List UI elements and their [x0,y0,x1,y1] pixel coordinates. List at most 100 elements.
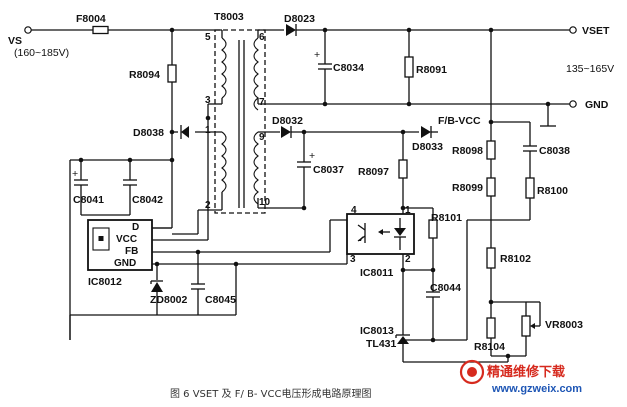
f8004-label: F8004 [76,13,106,25]
resistor-r8102 [486,247,496,269]
junction-dot [400,205,406,211]
t-pin-5: 5 [205,32,211,43]
vset-range-label: 135~165V [566,63,614,75]
controller-ic8012 [87,219,153,271]
resistor-r8097 [398,159,408,179]
oc-pin-1: 1 [405,205,411,216]
t-pin-10: 10 [259,197,271,208]
vs-label: VS [8,35,22,47]
r8094-label: R8094 [129,69,160,81]
potentiometer-vr8003 [521,301,541,356]
vset-label: VSET [582,25,610,37]
junction-dot [169,27,175,33]
vset-terminal [569,26,577,34]
d8023-label: D8023 [284,13,315,25]
junction-dot [430,337,436,343]
junction-dot [488,27,494,33]
optocoupler-ic8011 [346,213,415,255]
figure-caption: 图 6 VSET 及 F/ B- VCC电压形成电路原理图 [170,387,371,400]
diode-d8033 [421,126,432,138]
junction-dot [233,261,239,267]
r8100-label: R8100 [537,185,568,197]
ground-symbol [540,104,556,127]
c8038-label: C8038 [539,145,570,157]
junction-dot [505,353,511,359]
r8091-label: R8091 [416,64,447,76]
capacitor-c8045 [191,252,205,315]
tl431-label: TL431 [366,338,397,350]
junction-dot [322,101,328,107]
gnd-label: GND [585,99,609,111]
t-pin-6: 6 [259,32,265,43]
zener-zd8002 [150,264,163,315]
watermark-logo [459,359,485,385]
c8037-label: C8037 [313,164,344,176]
r8102-label: R8102 [500,253,531,265]
capacitor-c8042 [123,160,137,215]
junction-dot [400,129,406,135]
gnd-terminal [569,100,577,108]
c8042-label: C8042 [132,194,163,206]
pin-gnd-label: GND [114,258,136,269]
diode-d8023 [286,24,297,36]
resistor-r8098 [486,140,496,160]
r8099-label: R8099 [452,182,483,194]
junction-dot [406,101,412,107]
d8033-label: D8033 [412,141,443,153]
resistor-r8094 [167,64,177,83]
r8097-label: R8097 [358,166,389,178]
oc-pin-2: 2 [405,254,411,265]
c8045-label: C8045 [205,294,236,306]
junction-dot [127,157,133,163]
oc-pin-3: 3 [350,254,356,265]
capacitor-c8041 [74,160,88,215]
d8038-label: D8038 [133,127,164,139]
resistor-r8091 [404,56,414,78]
junction-dot [301,129,307,135]
junction-dot [430,267,436,273]
junction-dot [301,205,307,211]
d8032-label: D8032 [272,115,303,127]
fuse-f8004 [92,25,109,35]
transformer-t8003 [214,29,266,214]
junction-dot [406,27,412,33]
diode-d8032 [281,126,292,138]
diode-d8038 [180,125,189,139]
r8104-label: R8104 [474,341,505,353]
watermark-title: 精通维修下载 [487,364,565,380]
ic8012-label: IC8012 [88,276,122,288]
capacitor-c8037 [297,132,311,208]
c8041-label: C8041 [73,194,104,206]
junction-dot [169,129,175,135]
t-pin-3: 3 [205,95,211,106]
resistor-r8099 [486,177,496,197]
junction-dot [169,157,175,163]
junction-dot [205,115,211,121]
regulator-tl431 [395,330,410,362]
ic8013-label: IC8013 [360,325,394,337]
junction-dot [78,157,84,163]
pin-vcc-label: VCC [116,234,137,245]
fbvcc-label: F/B-VCC [438,115,481,127]
c8037-plus: + [309,150,315,162]
ic8011-label: IC8011 [360,267,393,279]
vr8003-label: VR8003 [545,319,583,331]
t8003-label: T8003 [214,11,244,23]
resistor-r8100 [525,177,535,199]
c8034-plus: + [314,49,320,61]
r8098-label: R8098 [452,145,483,157]
vs-range-label: (160~185V) [14,47,69,59]
c8034-label: C8034 [333,62,364,74]
capacitor-c8044 [403,291,467,341]
c8041-plus: + [72,168,78,180]
capacitor-c8034 [318,30,332,104]
oc-pin-4: 4 [351,205,357,216]
pin-fb-label: FB [125,246,138,257]
t-pin-7: 7 [259,97,265,108]
watermark-url: www.gzweix.com [491,383,582,395]
r8101-label: R8101 [431,212,462,224]
t-pin-9: 9 [259,132,265,143]
junction-dot [322,27,328,33]
